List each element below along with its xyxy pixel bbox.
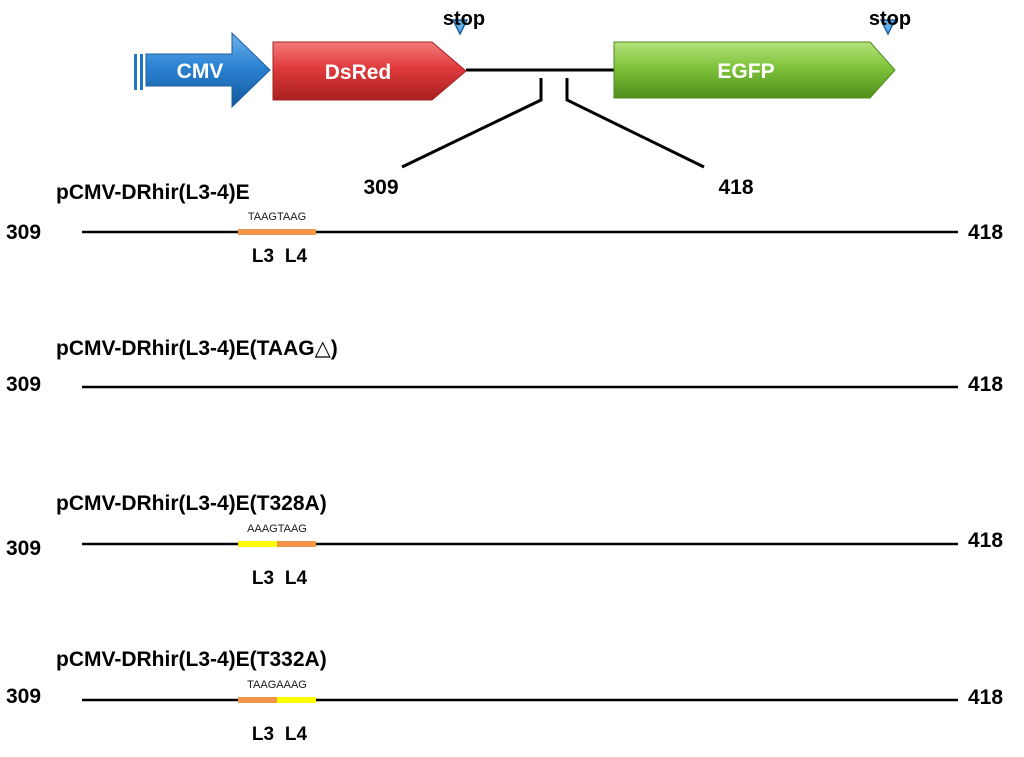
- construct-title: pCMV-DRhir(L3-4)E: [56, 181, 250, 204]
- construct-end-label: 418: [968, 221, 1003, 244]
- cmv-promoter-arrow: CMV: [134, 31, 271, 109]
- segment-l4-bar: [277, 229, 316, 235]
- sequence-text: TAAGTAAG: [248, 211, 306, 223]
- stop-label-2: stop: [869, 8, 911, 30]
- zoom-end-label: 418: [718, 176, 753, 199]
- sequence-text: TAAGAAAG: [247, 679, 307, 691]
- construct-start-label: 309: [6, 537, 41, 560]
- sequence-text: AAAGTAAG: [247, 523, 307, 535]
- segment-l3-label: L3: [252, 568, 274, 589]
- segment-l4-label: L4: [285, 568, 308, 589]
- stop-triangle-icon: [451, 19, 469, 36]
- plasmid-map: CMV DsRed EGFP stop stop 309 418: [134, 8, 911, 199]
- segment-l3-label: L3: [252, 724, 274, 745]
- construct-2: pCMV-DRhir(L3-4)E(TAAG△) 309 418: [6, 337, 1003, 396]
- zoom-start-label: 309: [363, 176, 398, 199]
- segment-l4-bar: [277, 541, 316, 547]
- cmv-label: CMV: [177, 60, 224, 83]
- construct-end-label: 418: [968, 529, 1003, 552]
- construct-4: pCMV-DRhir(L3-4)E(T332A) 309 418 TAAGAAA…: [6, 648, 1003, 745]
- segment-l3-bar: [238, 229, 277, 235]
- dsred-label: DsRed: [325, 61, 392, 84]
- segment-l3-bar: [238, 697, 277, 703]
- construct-end-label: 418: [968, 373, 1003, 396]
- construct-title: pCMV-DRhir(L3-4)E(TAAG△): [56, 337, 338, 360]
- construct-start-label: 309: [6, 685, 41, 708]
- segment-l3-label: L3: [252, 246, 274, 267]
- construct-1: pCMV-DRhir(L3-4)E 309 418 TAAGTAAG L3 L4: [6, 181, 1003, 267]
- segment-l4-bar: [277, 697, 316, 703]
- construct-start-label: 309: [6, 373, 41, 396]
- construct-end-label: 418: [968, 686, 1003, 709]
- egfp-gene-box: EGFP: [613, 41, 896, 99]
- zoom-bracket: [401, 78, 705, 169]
- egfp-label: EGFP: [717, 60, 774, 83]
- construct-start-label: 309: [6, 221, 41, 244]
- stop-marker-1: stop: [443, 8, 485, 36]
- dsred-gene-box: DsRed: [272, 41, 467, 101]
- stop-marker-2: stop: [869, 8, 911, 36]
- construct-title: pCMV-DRhir(L3-4)E(T328A): [56, 492, 327, 515]
- stop-triangle-icon: [879, 19, 897, 36]
- stop-label-1: stop: [443, 8, 485, 30]
- construct-3: pCMV-DRhir(L3-4)E(T328A) 309 418 AAAGTAA…: [6, 492, 1003, 589]
- segment-l4-label: L4: [285, 246, 308, 267]
- segment-l4-label: L4: [285, 724, 308, 745]
- construct-title: pCMV-DRhir(L3-4)E(T332A): [56, 648, 327, 671]
- segment-l3-bar: [238, 541, 277, 547]
